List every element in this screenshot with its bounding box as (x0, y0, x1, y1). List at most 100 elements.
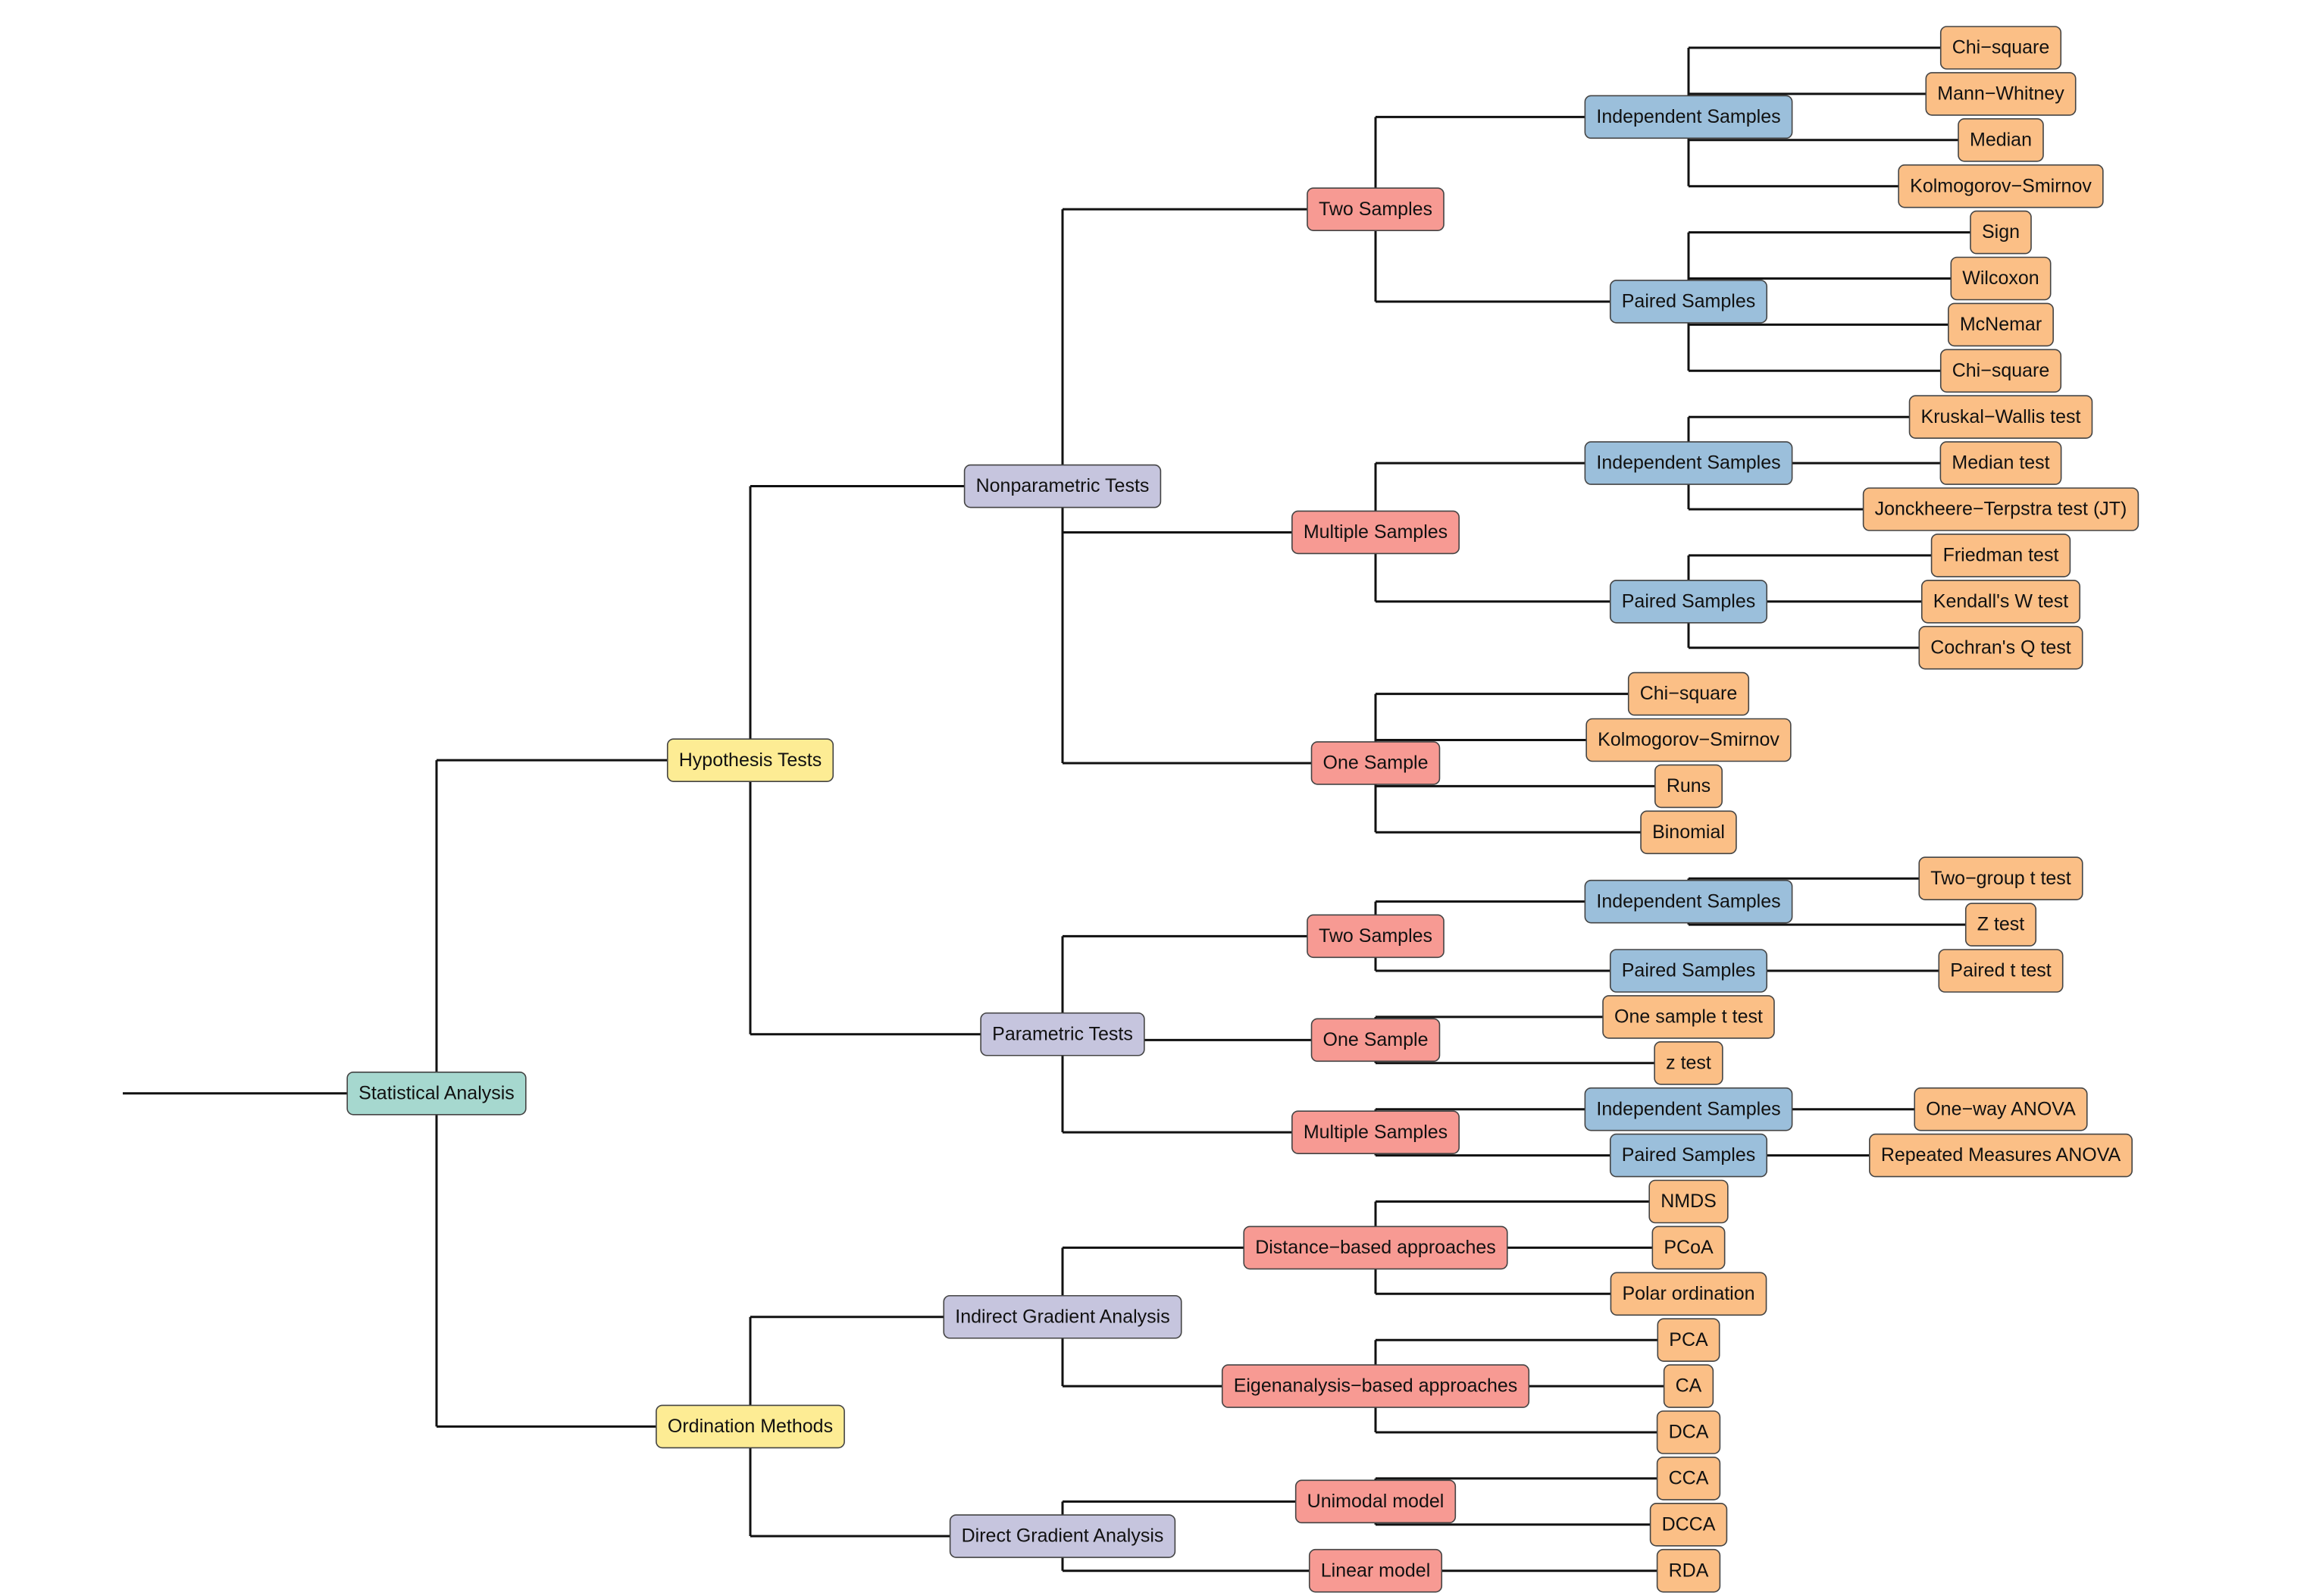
node-label: Paired Samples (1622, 291, 1755, 312)
node-label: Runs (1667, 775, 1711, 796)
node-one-way-anova: One−way ANOVA (1914, 1087, 2088, 1131)
node-box (1291, 510, 1460, 555)
node-linear-model: Linear model (1308, 1548, 1443, 1593)
node-pcoa: PCoA (1651, 1225, 1726, 1270)
node-box (1914, 1087, 2088, 1131)
node-box (1307, 914, 1445, 959)
node-paired-samples: Paired Samples (1609, 579, 1768, 624)
node-label: DCA (1669, 1422, 1709, 1443)
node-label: Two−group t test (1930, 868, 2071, 889)
node-statistical-analysis: Statistical Analysis (346, 1071, 527, 1116)
node-box (1584, 441, 1793, 485)
node-box (1920, 579, 2081, 624)
node-box (949, 1514, 1176, 1558)
node-ordination-methods: Ordination Methods (656, 1404, 845, 1449)
node-box (1584, 1087, 1793, 1131)
node-box (1869, 1133, 2133, 1178)
node-box (1657, 1318, 1720, 1362)
node-pca: PCA (1657, 1318, 1720, 1362)
node-median-test: Median test (1939, 441, 2062, 485)
node-one-sample: One Sample (1310, 1018, 1441, 1062)
node-box (1898, 164, 2104, 208)
node-box (1970, 210, 2032, 255)
node-paired-samples: Paired Samples (1609, 1133, 1768, 1178)
node-label: Median (1970, 129, 2032, 150)
node-dca: DCA (1656, 1410, 1721, 1454)
node-box (1939, 349, 2062, 393)
node-independent-samples: Independent Samples (1584, 879, 1793, 924)
node-binomial: Binomial (1640, 810, 1737, 855)
node-rda: RDA (1656, 1548, 1721, 1593)
node-box (1964, 903, 2037, 947)
node-box (1609, 1133, 1768, 1178)
node-box (1294, 1479, 1457, 1524)
node-label: One sample t test (1614, 1006, 1763, 1028)
node-kolmogorov-smirnov: Kolmogorov−Smirnov (1898, 164, 2104, 208)
node-label: z test (1666, 1052, 1711, 1073)
node-box (1307, 187, 1445, 231)
node-box (1640, 810, 1737, 855)
node-friedman-test: Friedman test (1930, 534, 2071, 577)
node-box (1649, 1503, 1728, 1547)
node-label: Paired Samples (1622, 1144, 1755, 1166)
node-box (1627, 671, 1750, 716)
node-one-sample-t-test: One sample t test (1602, 995, 1775, 1039)
node-label: Unimodal model (1307, 1491, 1445, 1512)
node-eigenanalysis-based-approaches: Eigenanalysis−based approaches (1221, 1364, 1530, 1408)
node-label: Eigenanalysis−based approaches (1234, 1375, 1518, 1397)
node-label: Sign (1982, 221, 2020, 243)
node-box (980, 1012, 1145, 1056)
node-unimodal-model: Unimodal model (1294, 1479, 1457, 1524)
node-box (346, 1071, 527, 1116)
node-box (1918, 856, 2083, 900)
node-wilcoxon: Wilcoxon (1950, 256, 2052, 301)
node-box (1656, 1457, 1721, 1501)
node-mcnemar: McNemar (1948, 302, 2054, 347)
node-chi-square: Chi−square (1939, 26, 2062, 70)
node-label: PCoA (1664, 1237, 1714, 1258)
node-label: CCA (1669, 1468, 1709, 1489)
node-one-sample: One Sample (1310, 741, 1441, 785)
node-chi-square: Chi−square (1627, 671, 1750, 716)
node-label: Jonckheere−Terpstra test (JT) (1875, 499, 2127, 520)
node-multiple-samples: Multiple Samples (1291, 1110, 1460, 1154)
node-box (1609, 949, 1768, 993)
node-label: One−way ANOVA (1926, 1098, 2076, 1119)
node-mann-whitney: Mann−Whitney (1925, 72, 2077, 116)
node-label: Direct Gradient Analysis (962, 1526, 1164, 1547)
node-box (1602, 995, 1775, 1039)
node-repeated-measures-anova: Repeated Measures ANOVA (1869, 1133, 2133, 1178)
node-label: Ordination Methods (668, 1416, 833, 1437)
node-parametric-tests: Parametric Tests (980, 1012, 1145, 1056)
node-box (1939, 26, 2062, 70)
node-paired-samples: Paired Samples (1609, 280, 1768, 324)
node-paired-samples: Paired Samples (1609, 949, 1768, 993)
node-box (666, 738, 834, 782)
node-box (1291, 1110, 1460, 1154)
node-box (1930, 534, 2071, 577)
node-label: Multiple Samples (1304, 521, 1448, 543)
node-box (1221, 1364, 1530, 1408)
node-independent-samples: Independent Samples (1584, 1087, 1793, 1131)
node-box (1310, 741, 1441, 785)
node-runs: Runs (1654, 764, 1723, 809)
node-label: Polar ordination (1622, 1283, 1754, 1304)
node-label: NMDS (1661, 1191, 1717, 1212)
node-box (1862, 487, 2139, 531)
node-label: Repeated Measures ANOVA (1881, 1144, 2121, 1166)
node-box (1610, 1272, 1767, 1316)
node-kruskal-wallis-test: Kruskal−Wallis test (1908, 395, 2093, 440)
node-indirect-gradient-analysis: Indirect Gradient Analysis (943, 1294, 1182, 1339)
node-distance-based-approaches: Distance−based approaches (1243, 1225, 1508, 1270)
node-box (1310, 1018, 1441, 1062)
node-box (1308, 1548, 1443, 1593)
node-two-group-t-test: Two−group t test (1918, 856, 2083, 900)
node-label: Kendall's W test (1933, 590, 2069, 612)
node-kendall-s-w-test: Kendall's W test (1920, 579, 2081, 624)
node-label: PCA (1669, 1329, 1708, 1350)
node-independent-samples: Independent Samples (1584, 95, 1793, 139)
node-label: Independent Samples (1596, 1098, 1780, 1119)
node-label: Kolmogorov−Smirnov (1598, 729, 1779, 750)
